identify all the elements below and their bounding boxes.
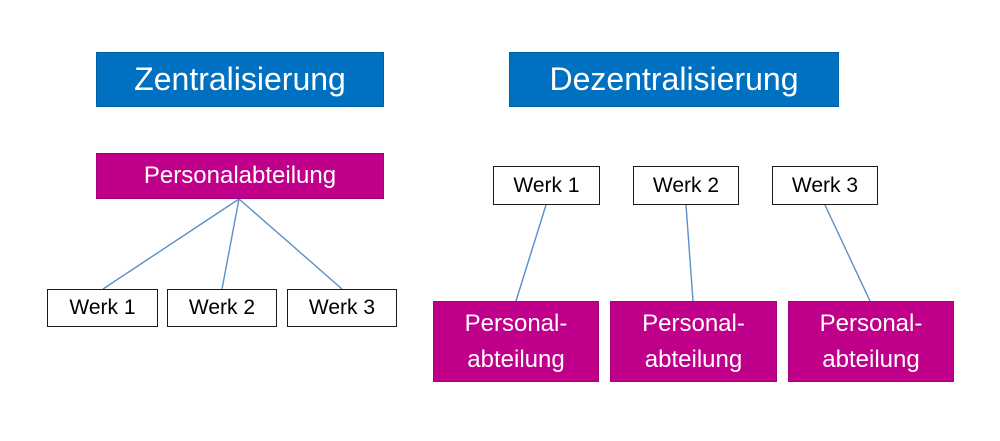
- left-werk-2: Werk 2: [167, 289, 277, 327]
- connector-left-dept-werk-2: [221, 198, 240, 290]
- left-werk-1: Werk 1: [47, 289, 158, 327]
- right-werk-1: Werk 1: [493, 166, 600, 205]
- connector-right-werk-1-dept: [515, 204, 547, 302]
- right-department-2-line-1: Personal-: [642, 309, 745, 337]
- connector-right-werk-2-dept: [685, 204, 694, 302]
- right-department-3: Personal- abteilung: [788, 301, 954, 382]
- right-werk-2: Werk 2: [633, 166, 739, 205]
- connector-left-dept-werk-3: [238, 198, 343, 290]
- connector-left-dept-werk-1: [102, 198, 240, 290]
- connector-right-werk-3-dept: [824, 204, 871, 302]
- right-department-1-line-2: abteilung: [467, 345, 565, 373]
- right-department-1-line-1: Personal-: [464, 309, 568, 337]
- left-werk-3: Werk 3: [287, 289, 397, 327]
- title-zentralisierung: Zentralisierung: [96, 52, 384, 107]
- right-werk-3: Werk 3: [772, 166, 878, 205]
- right-department-2: Personal- abteilung: [610, 301, 777, 382]
- title-dezentralisierung: Dezentralisierung: [509, 52, 839, 107]
- right-department-3-line-1: Personal-: [819, 309, 923, 337]
- right-department-3-line-2: abteilung: [822, 345, 920, 373]
- right-department-2-line-2: abteilung: [644, 345, 743, 373]
- department-personalabteilung: Personalabteilung: [96, 153, 384, 199]
- right-department-1: Personal- abteilung: [433, 301, 599, 382]
